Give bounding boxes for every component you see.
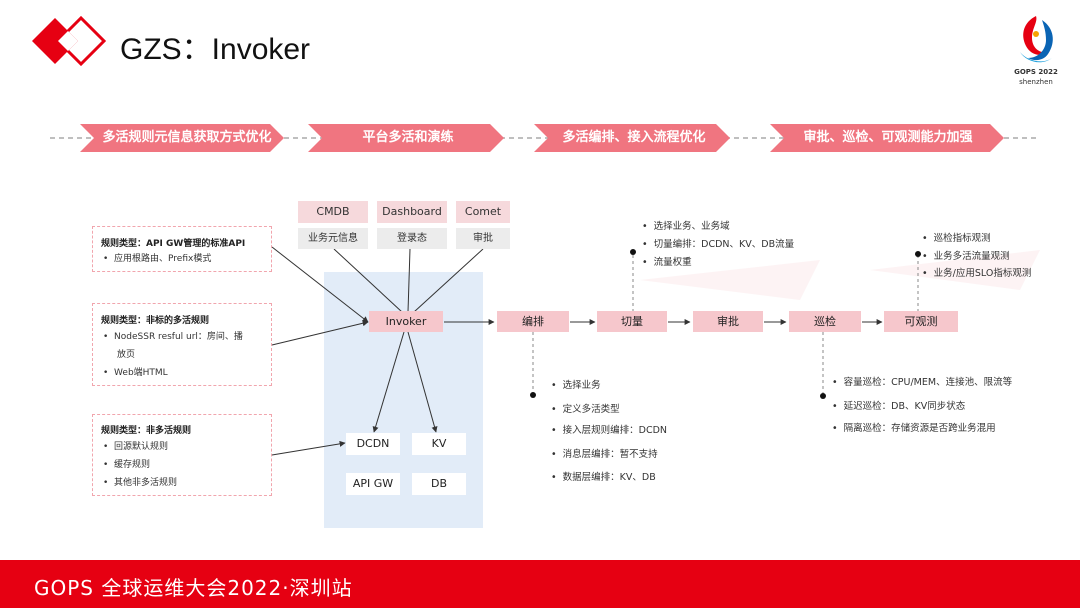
- rule-item: • 回源默认规则: [103, 442, 169, 452]
- rule-title: 规则类型：API GW管理的标准API: [101, 239, 246, 249]
- store-api-gw: API GW: [346, 473, 400, 495]
- edge-comet-invoker: [413, 248, 484, 313]
- note-observe-item: • 业务多活流量观测: [922, 251, 1010, 262]
- gops-logo-icon: [1020, 16, 1053, 63]
- rule-item: • Web端HTML: [103, 368, 168, 378]
- logo-text-line1: GOPS 2022: [1014, 68, 1058, 76]
- note-inspect-item: • 隔离巡检：存储资源是否跨业务混用: [832, 423, 996, 434]
- edge-rule1-invoker: [271, 246, 369, 323]
- note-orchestrate-item: • 定义多活类型: [551, 404, 620, 415]
- brand-diamond-icon: [32, 16, 107, 66]
- callout-orchestrate-dot: [530, 392, 536, 398]
- source-dashboard: Dashboard: [377, 201, 447, 223]
- source-cmdb: CMDB: [298, 201, 368, 223]
- rule-box-non-multiactive: 规则类型：非多活规则 • 回源默认规则 • 缓存规则 • 其他非多活规则: [92, 414, 272, 496]
- store-dcdn: DCDN: [346, 433, 400, 455]
- phase-arrow-1: [80, 124, 284, 152]
- note-inspect-item: • 容量巡检：CPU/MEM、连接池、限流等: [832, 377, 1013, 388]
- note-orchestrate-item: • 数据层编排：KV、DB: [551, 472, 656, 483]
- rule-item: • 其他非多活规则: [103, 478, 178, 488]
- flow-approve: 审批: [693, 311, 763, 332]
- phase-arrow-3: [534, 124, 730, 152]
- rule-item: • 应用根路由、Prefix模式: [103, 254, 212, 264]
- source-comet: Comet: [456, 201, 510, 223]
- phase-arrow-4: [770, 124, 1004, 152]
- phase-label-3: 多活编排、接入流程优化: [562, 130, 706, 145]
- store-kv: KV: [412, 433, 466, 455]
- rule-box-api-gw: 规则类型：API GW管理的标准API • 应用根路由、Prefix模式: [92, 226, 272, 272]
- note-observe-item: • 业务/应用SLO指标观测: [922, 268, 1032, 279]
- phase-label-2: 平台多活和演练: [362, 130, 454, 145]
- phase-timeline: [50, 124, 1040, 152]
- rule-item: • 缓存规则: [103, 460, 151, 470]
- flow-switch: 切量: [597, 311, 667, 332]
- edge-invoker-dcdn: [372, 331, 405, 433]
- page-title: GZS：Invoker: [120, 33, 311, 66]
- rule-item: 放页: [117, 350, 136, 360]
- source-dashboard-sub: 登录态: [377, 228, 447, 249]
- edge-dashboard-invoker: [407, 248, 411, 313]
- note-observe-item: • 巡检指标观测: [922, 233, 991, 244]
- edge-invoker-kv: [407, 331, 438, 433]
- note-orchestrate-item: • 选择业务: [551, 380, 601, 391]
- phase-arrow-2: [308, 124, 504, 152]
- watermark-shape: [640, 250, 1040, 300]
- source-cmdb-sub: 业务元信息: [298, 228, 368, 249]
- note-inspect-item: • 延迟巡检：DB、KV同步状态: [832, 401, 966, 412]
- edge-cmdb-invoker: [333, 248, 403, 313]
- rule-title: 规则类型：非多活规则: [101, 426, 192, 436]
- footer-bar: [0, 560, 1080, 608]
- edge-rule2-invoker: [271, 320, 369, 346]
- source-comet-sub: 审批: [456, 228, 510, 249]
- phase-label-1: 多活规则元信息获取方式优化: [102, 130, 272, 145]
- flow-inspect: 巡检: [789, 311, 861, 332]
- rule-title: 规则类型：非标的多活规则: [101, 316, 210, 326]
- rule-item: • NodeSSR resful url：房间、播: [103, 332, 243, 342]
- note-switch-item: • 切量编排：DCDN、KV、DB流量: [642, 239, 795, 250]
- note-orchestrate-item: • 消息层编排：暂不支持: [551, 449, 658, 460]
- rule-box-nonstandard: 规则类型：非标的多活规则 • NodeSSR resful url：房间、播 放…: [92, 303, 272, 386]
- phase-label-4: 审批、巡检、可观测能力加强: [803, 130, 973, 145]
- flow-observe: 可观测: [884, 311, 958, 332]
- footer-text: GOPS 全球运维大会2022·深圳站: [34, 576, 353, 600]
- note-switch-item: • 选择业务、业务域: [642, 221, 730, 232]
- edge-rule3-dcdn: [271, 440, 346, 456]
- flow-orchestrate: 编排: [497, 311, 569, 332]
- callout-switch-dot: [630, 249, 636, 255]
- note-switch-item: • 流量权重: [642, 257, 692, 268]
- callout-inspect-dot: [820, 393, 826, 399]
- callout-observe-dot: [915, 251, 921, 257]
- store-db: DB: [412, 473, 466, 495]
- logo-text-line2: shenzhen: [1019, 78, 1053, 86]
- note-orchestrate-item: • 接入层规则编排：DCDN: [551, 425, 668, 436]
- invoker-node: Invoker: [369, 311, 443, 332]
